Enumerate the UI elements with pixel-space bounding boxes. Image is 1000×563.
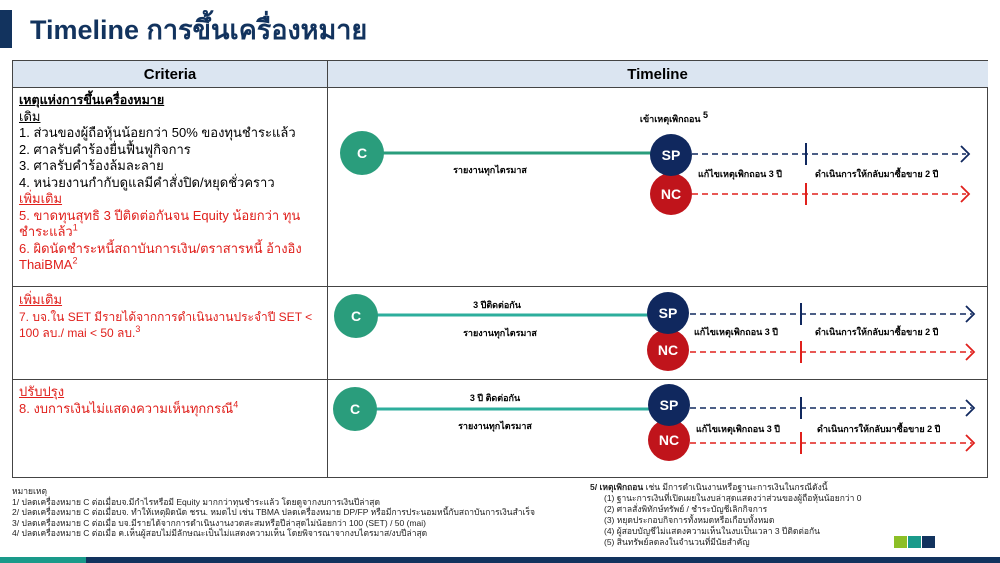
criteria-text: 8. งบการเงินไม่แสดงความเห็นทุกกรณี (19, 400, 234, 416)
row-divider (13, 286, 987, 287)
footnote-5-item: (1) ฐานะการเงินที่เปิดเผยในงบล่าสุดแสดงว… (604, 493, 862, 503)
added-label: เพิ่มเติม (19, 191, 63, 206)
nc-arrow-icon (965, 434, 976, 452)
footnote: 1/ ปลดเครื่องหมาย C ต่อเมื่อบจ.มีกำไรหรื… (12, 496, 380, 507)
criteria-text: ThaiBMA (19, 257, 73, 272)
nc-arrow-icon (960, 185, 971, 203)
footnote-5: 5/ เหตุเพิกถอน เช่น มีการดำเนินงานหรือฐา… (590, 482, 890, 548)
consecutive-years-label: 3 ปีติดต่อกัน (473, 300, 521, 310)
report-label: รายงานทุกไตรมาส (463, 328, 537, 338)
criteria-item: 3. ศาลรับคำร้องล้มละลาย (19, 158, 164, 173)
criteria-text: 7. บจ.ใน SET มีรายได้จากการดำเนินงานประจ… (19, 310, 313, 340)
footnote: 3/ ปลดเครื่องหมาย C ต่อเมื่อ บจ.มีรายได้… (12, 517, 426, 528)
footnote-ref: 1 (72, 222, 78, 233)
footer-bar (0, 557, 1000, 563)
nc-arrow-icon (965, 343, 976, 361)
footnote-5-title: 5/ เหตุเพิกถอน เช่น มีการดำเนินงานหรือฐา… (590, 482, 890, 493)
criteria-timeline-table: Criteria Timeline เหตุแห่งการขึ้นเครื่อง… (12, 60, 988, 478)
sp-marker: SP (648, 384, 690, 426)
column-divider (327, 61, 328, 477)
brand-square-green (894, 536, 907, 548)
footnote-ref: 4 (233, 399, 239, 410)
criteria-heading: เหตุแห่งการขึ้นเครื่องหมาย (19, 93, 165, 107)
nc-marker: NC (648, 419, 690, 461)
row-divider (13, 379, 987, 380)
footnotes-heading: หมายเหตุ (12, 486, 47, 496)
criteria-item-8: 8. งบการเงินไม่แสดงความเห็นทุกกรณี4 (19, 399, 321, 418)
c-marker: C (334, 294, 378, 338)
c-marker: C (333, 387, 377, 431)
timeline-row-1 (362, 143, 971, 205)
resume-period-label: ดำเนินการให้กลับมาซื้อขาย 2 ปี (815, 327, 939, 337)
footnote-5-item: (5) สินทรัพย์ลดลงในจำนวนที่มีนัยสำคัญ (604, 537, 750, 547)
consecutive-years-label: 3 ปี ติดต่อกัน (469, 393, 521, 403)
footnote: 4/ ปลดเครื่องหมาย C ต่อเมื่อ ค.เห็นผู้สอ… (12, 528, 428, 538)
timeline-row-2 (356, 303, 976, 363)
criteria-item-6: 6. ผิดนัดชำระหนี้สถาบันการเงิน/ตราสารหนี… (19, 241, 321, 274)
report-label: รายงานทุกไตรมาส (458, 421, 532, 431)
sp-arrow-icon (960, 145, 971, 163)
criteria-item-7: 7. บจ.ใน SET มีรายได้จากการดำเนินงานประจ… (19, 309, 321, 341)
footnote-5-item: (2) ศาลสั่งพิทักษ์ทรัพย์ / ชำระบัญชีเลิก… (604, 504, 768, 514)
header-timeline: Timeline (327, 61, 988, 88)
criteria-row-2: เพิ่มเติม 7. บจ.ใน SET มีรายได้จากการดำเ… (19, 291, 321, 341)
footnotes: หมายเหตุ 1/ ปลดเครื่องหมาย C ต่อเมื่อบจ.… (12, 486, 580, 539)
criteria-row-3: ปรับปรุง 8. งบการเงินไม่แสดงความเห็นทุกก… (19, 384, 321, 417)
original-label: เดิม (19, 108, 41, 124)
sp-marker: SP (647, 292, 689, 334)
brand-square-teal (908, 536, 921, 548)
sp-arrow-icon (965, 399, 976, 417)
added-label: เพิ่มเติม (19, 292, 63, 307)
page-title: Timeline การขึ้นเครื่องหมาย (30, 15, 368, 45)
criteria-text: 6. ผิดนัดชำระหนี้สถาบันการเงิน/ตราสารหนี… (19, 240, 302, 256)
footnote-5-item: (4) ผู้สอบบัญชีไม่แสดงความเห็นในงบเป็นเว… (604, 526, 820, 536)
header-criteria: Criteria (13, 61, 327, 88)
footnote-5-heading: 5/ เหตุเพิกถอน (590, 482, 644, 492)
report-label: รายงานทุกไตรมาส (453, 165, 527, 175)
footnote-5-intro: เช่น มีการดำเนินงานหรือฐานะการเงินในกรณี… (643, 482, 828, 492)
footnote-ref: 5 (703, 110, 709, 120)
c-marker: C (340, 131, 384, 175)
label-text: เข้าเหตุเพิกถอน (639, 114, 701, 124)
timeline-row-3 (356, 397, 976, 454)
criteria-item: 1. ส่วนของผู้ถือหุ้นน้อยกว่า 50% ของทุนช… (19, 125, 296, 140)
criteria-text: 5. ขาดทุนสุทธิ 3 ปีติดต่อกันจน Equity น้… (19, 207, 280, 223)
criteria-row-1: เหตุแห่งการขึ้นเครื่องหมาย เดิม 1. ส่วนข… (19, 92, 321, 274)
criteria-item: 2. ศาลรับคำร้องยื่นฟื้นฟูกิจการ (19, 141, 191, 157)
footer-bar-accent (0, 557, 86, 563)
resume-period-label: ดำเนินการให้กลับมาซื้อขาย 2 ปี (815, 169, 939, 179)
criteria-item: 4. หน่วยงานกำกับดูแลมีคำสั่งปิด/หยุดชั่ว… (19, 174, 275, 190)
footnote: 2/ ปลดเครื่องหมาย C ต่อเมื่อบจ. ทำให้เหต… (12, 507, 536, 517)
fix-period-label: แก้ไขเหตุเพิกถอน 3 ปี (696, 424, 780, 434)
nc-marker: NC (650, 173, 692, 215)
criteria-text: ลบ./ mai < 50 ลบ. (42, 326, 136, 340)
footnote-ref: 3 (135, 324, 141, 334)
fix-period-label: แก้ไขเหตุเพิกถอน 3 ปี (698, 169, 782, 179)
resume-period-label: ดำเนินการให้กลับมาซื้อขาย 2 ปี (817, 424, 941, 434)
sp-arrow-icon (965, 305, 976, 323)
delisting-cause-label: เข้าเหตุเพิกถอน 5 (639, 110, 709, 126)
sp-marker: SP (650, 134, 692, 176)
footnote-5-item: (3) หยุดประกอบกิจการทั้งหมดหรือเกือบทั้ง… (604, 515, 775, 525)
footnote-ref: 2 (72, 255, 78, 266)
brand-square-navy (922, 536, 935, 548)
fix-period-label: แก้ไขเหตุเพิกถอน 3 ปี (694, 327, 778, 337)
revised-label: ปรับปรุง (19, 384, 65, 399)
criteria-item-5: 5. ขาดทุนสุทธิ 3 ปีติดต่อกันจน Equity น้… (19, 208, 321, 241)
criteria-text: ทุนชำระแล้ว (19, 207, 301, 240)
title-accent-bar (0, 10, 12, 48)
nc-marker: NC (647, 329, 689, 371)
